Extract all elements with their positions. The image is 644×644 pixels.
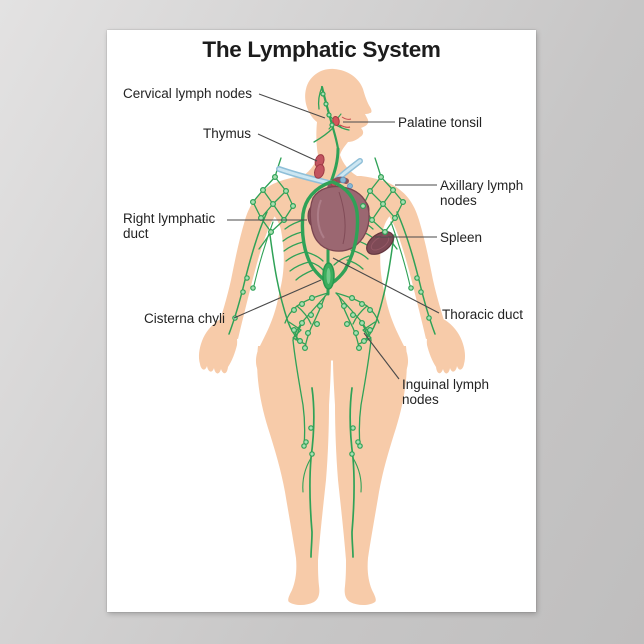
lymph-nodes: [232, 91, 432, 457]
right-leg-illustration: [333, 346, 407, 605]
leader-line-cisterna-chyli: [233, 279, 322, 319]
body-silhouette: [198, 68, 466, 605]
lymph-vessel-network: [228, 85, 436, 558]
lymphatic-system-diagram: [198, 68, 466, 605]
left-hand-illustration: [198, 318, 238, 374]
label-thoracic-duct: Thoracic duct: [442, 307, 524, 322]
label-cervical-lymph-nodes: Cervical lymph nodes: [123, 86, 253, 101]
leader-lines: [227, 93, 440, 380]
thymus-illustration: [313, 154, 325, 179]
palatine-tonsil-illustration: [332, 115, 352, 128]
label-thymus: Thymus: [203, 126, 252, 141]
leader-line-inguinal-lymph-nodes: [363, 332, 400, 380]
label-inguinal-lymph-nodes: Inguinal lymph nodes: [402, 377, 490, 408]
label-cisterna-chyli: Cisterna chyli: [144, 311, 226, 326]
leader-line-cervical-lymph-nodes: [258, 93, 326, 119]
right-hand-illustration: [426, 318, 466, 374]
left-leg-illustration: [257, 346, 331, 605]
leader-line-thymus: [257, 133, 318, 162]
label-right-lymphatic-duct: Right lymphatic duct: [123, 211, 216, 242]
label-palatine-tonsil: Palatine tonsil: [398, 115, 483, 130]
poster: The Lymphatic System: [107, 30, 536, 612]
leader-line-thoracic-duct: [332, 257, 440, 314]
label-spleen: Spleen: [440, 230, 483, 245]
cisterna-chyli-illustration: [322, 262, 335, 290]
label-axillary-lymph-nodes: Axillary lymph nodes: [440, 178, 524, 209]
poster-title: The Lymphatic System: [202, 37, 441, 62]
thoracic-duct-illustration: [300, 180, 360, 296]
